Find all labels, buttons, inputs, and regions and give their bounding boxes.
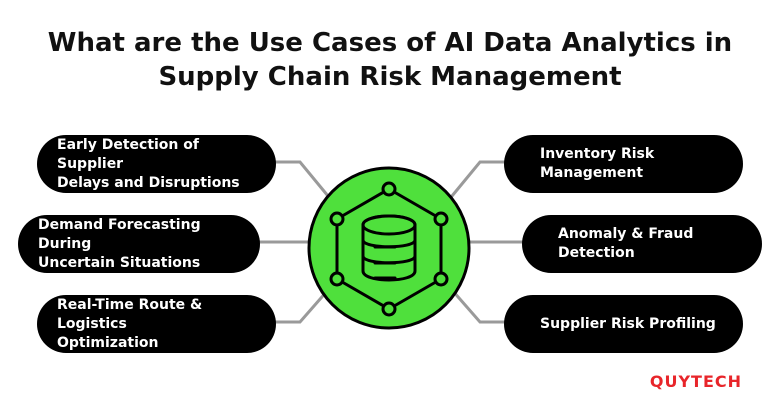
connector-right-bottom: [450, 288, 506, 324]
use-case-label: Anomaly & Fraud Detection: [558, 226, 694, 261]
connector-left-bottom: [274, 288, 330, 324]
use-case-label: Supplier Risk Profiling: [540, 315, 716, 332]
title-line-1: What are the Use Cases of AI Data Analyt…: [47, 28, 733, 58]
connector-left-top: [274, 160, 330, 198]
use-case-inventory-risk: Inventory Risk Management: [504, 135, 743, 193]
title-line-2: Supply Chain Risk Management: [158, 62, 622, 92]
use-case-demand-forecasting: Demand Forecasting During Uncertain Situ…: [18, 215, 260, 273]
connector-right-top: [450, 160, 506, 198]
use-case-early-detection: Early Detection of Supplier Delays and D…: [37, 135, 276, 193]
use-case-route-optimization: Real-Time Route & Logistics Optimization: [37, 295, 276, 353]
use-case-supplier-risk: Supplier Risk Profiling: [504, 295, 743, 353]
use-case-label: Demand Forecasting During Uncertain Situ…: [38, 216, 201, 271]
use-case-anomaly-fraud: Anomaly & Fraud Detection: [522, 215, 762, 273]
use-case-label: Inventory Risk Management: [540, 146, 655, 181]
use-case-label: Real-Time Route & Logistics Optimization: [57, 296, 203, 351]
page-title: What are the Use Cases of AI Data Analyt…: [0, 26, 780, 94]
database-network-icon: [307, 166, 471, 330]
brand-logo: QUYTECH: [649, 372, 742, 391]
use-case-label: Early Detection of Supplier Delays and D…: [57, 136, 240, 191]
